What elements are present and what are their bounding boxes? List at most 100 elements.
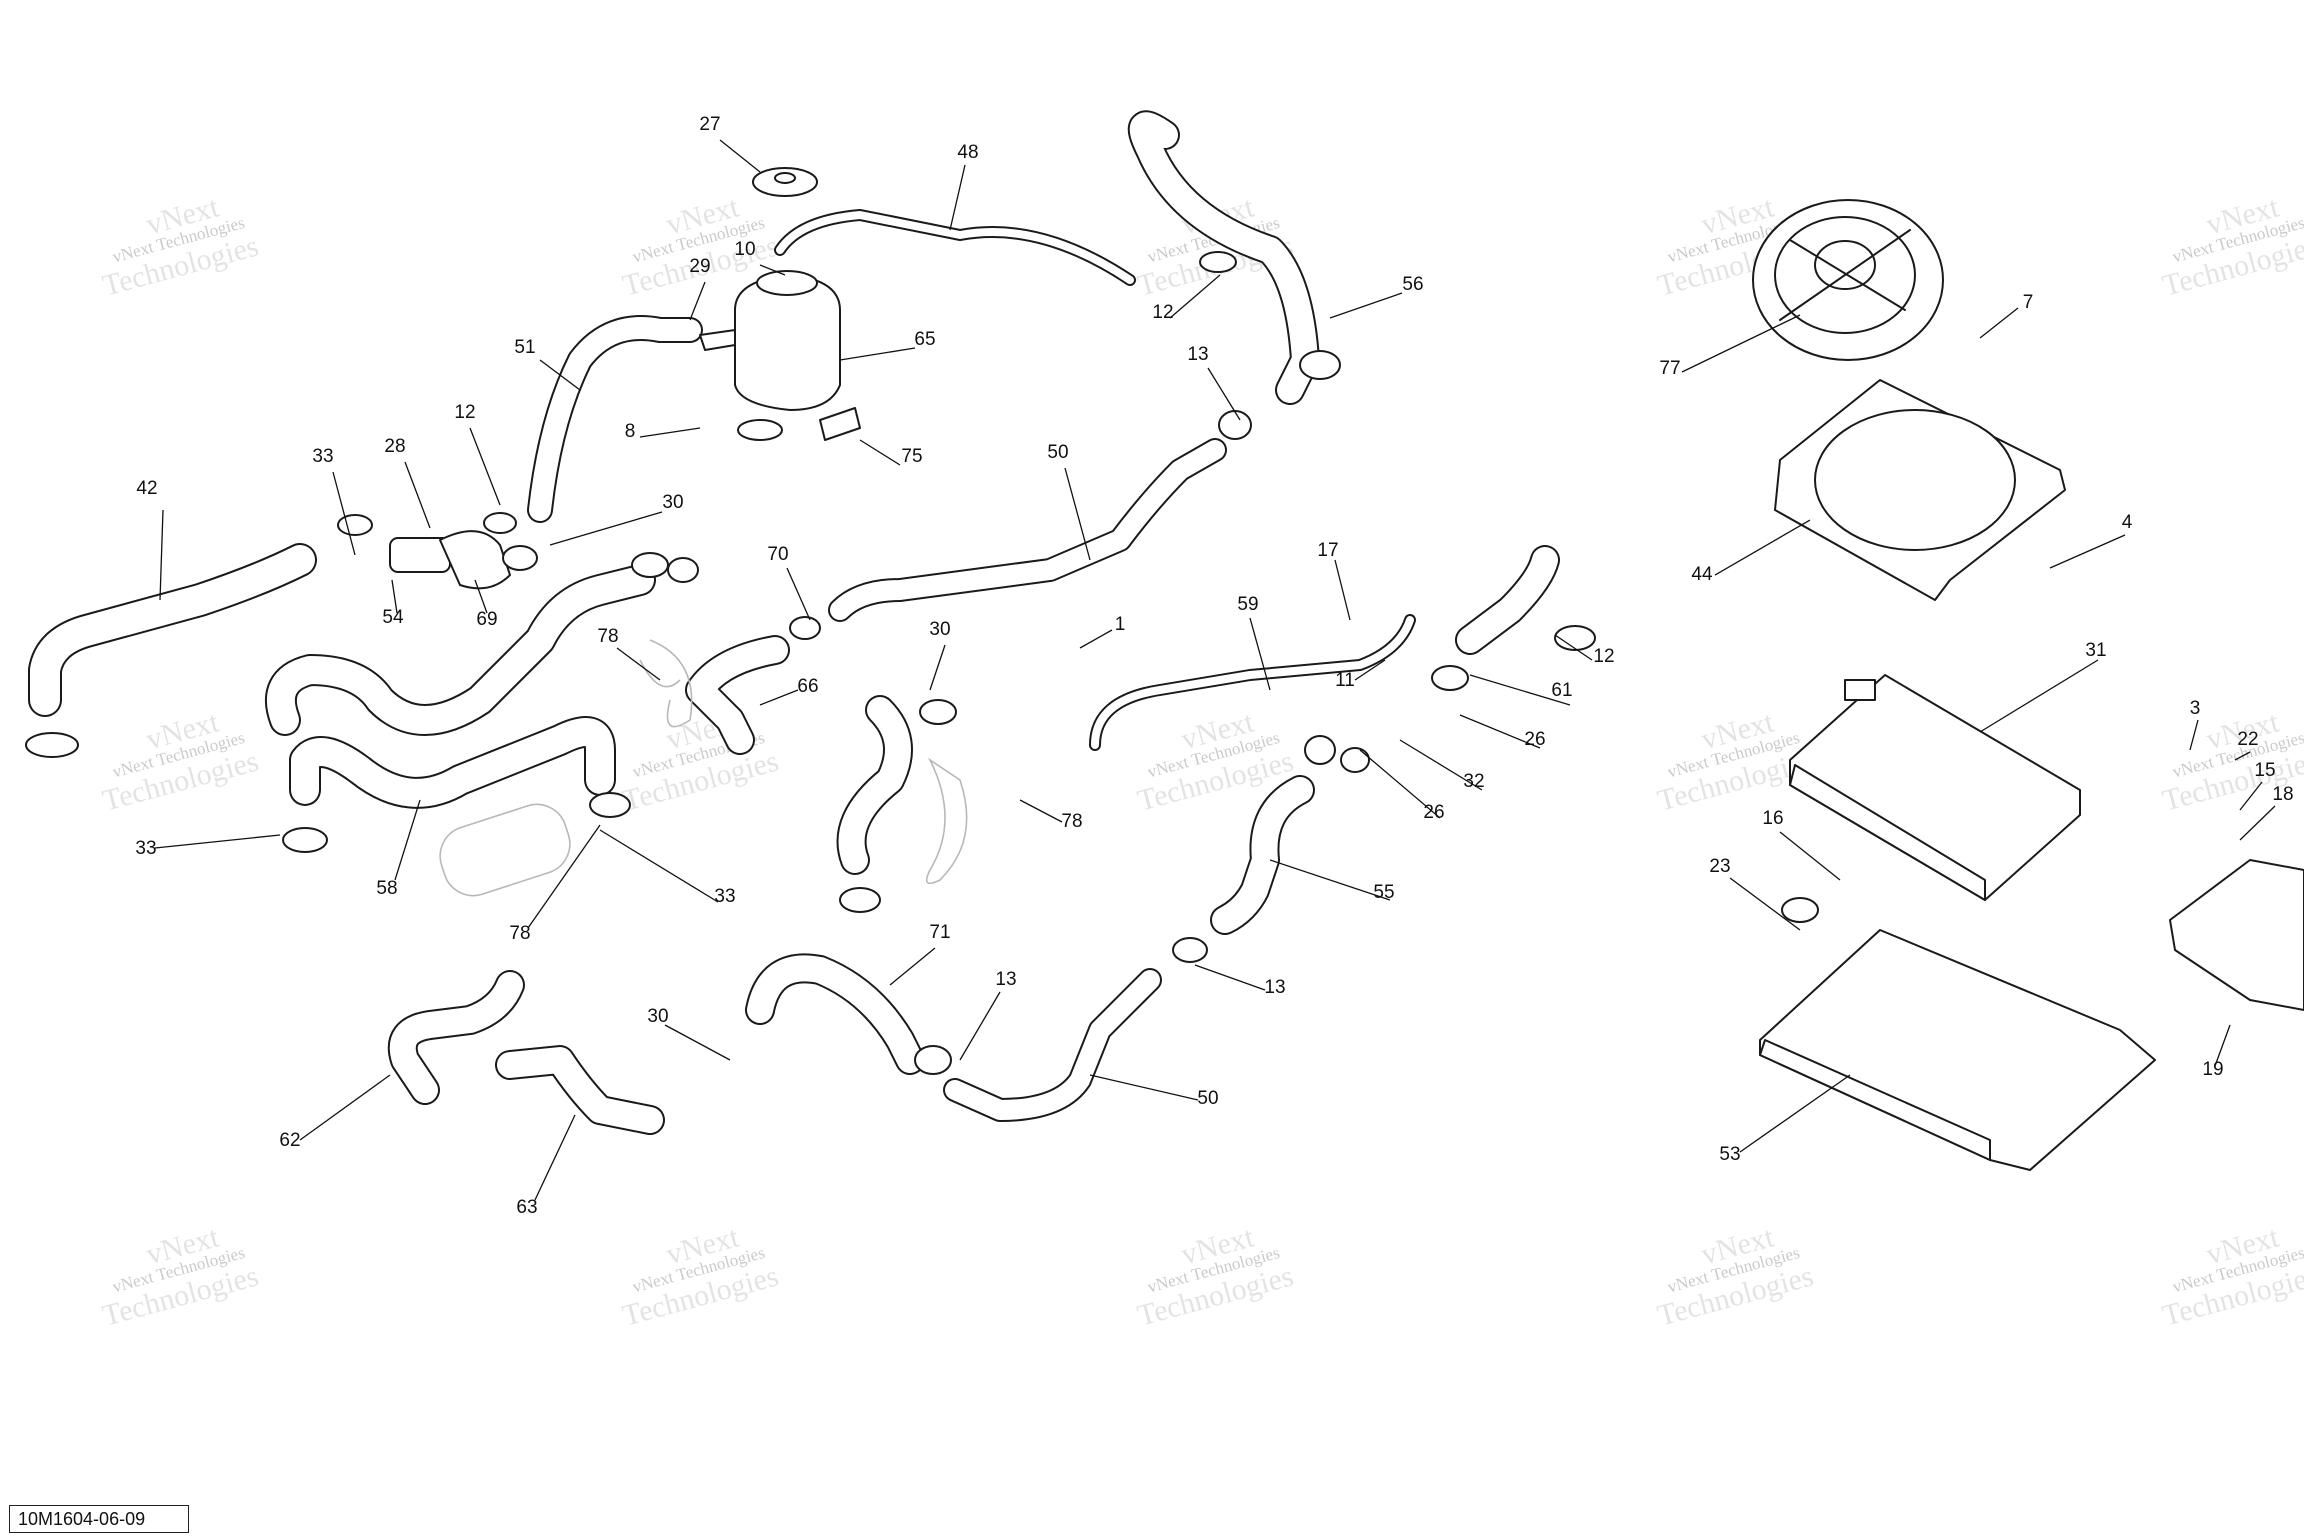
callout-number: 51 — [514, 337, 535, 358]
leader-line — [1019, 799, 1063, 823]
hose-center-s — [836, 695, 913, 875]
leader-line — [949, 164, 966, 231]
callout-number: 23 — [1709, 856, 1730, 877]
callout-number: 13 — [1264, 977, 1285, 998]
callout-number: 26 — [1524, 729, 1545, 750]
leader-line — [1064, 467, 1091, 561]
leader-line — [786, 567, 811, 621]
callout-number: 3 — [2190, 698, 2201, 719]
leader-line — [1359, 749, 1441, 819]
callout-number: 53 — [1719, 1144, 1740, 1165]
skid-plate-53 — [1759, 929, 2156, 1171]
leader-line — [2214, 1024, 2231, 1067]
callout-number: 31 — [2085, 640, 2106, 661]
callout-number: 59 — [1237, 594, 1258, 615]
hose-clamp — [1218, 410, 1252, 440]
pipe-50-lower — [943, 968, 1162, 1122]
leader-line — [689, 281, 706, 321]
leader-line — [664, 1024, 731, 1061]
hose-clamp — [1554, 625, 1596, 651]
leader-line — [1714, 519, 1811, 576]
leader-line — [394, 799, 421, 881]
leader-line — [549, 511, 663, 546]
callout-number: 50 — [1047, 442, 1068, 463]
callout-number: 61 — [1551, 680, 1572, 701]
callout-number: 33 — [135, 838, 156, 859]
hose-55 — [1210, 775, 1315, 935]
sleeve-78-ghost — [439, 639, 968, 897]
pipe-50-upper — [828, 438, 1227, 622]
figure-reference-code: 10M1604-06-09 — [9, 1505, 189, 1533]
fan-shroud-44 — [1774, 379, 2066, 601]
leader-line — [1779, 831, 1841, 881]
callout-number: 11 — [1335, 670, 1355, 691]
leader-line — [759, 689, 799, 706]
callout-number: 42 — [136, 478, 157, 499]
callout-number: 13 — [1187, 344, 1208, 365]
expansion-tank-65 — [699, 270, 841, 441]
fan-assembly-77 — [1752, 199, 1944, 361]
callout-number: 44 — [1691, 564, 1713, 585]
callout-number: 78 — [1061, 811, 1082, 832]
callout-number: 13 — [995, 969, 1016, 990]
hose-clamp — [1781, 897, 1819, 923]
callout-number: 55 — [1373, 882, 1394, 903]
callout-number: 58 — [376, 878, 397, 899]
callout-number: 33 — [714, 886, 735, 907]
hose-clamp — [631, 552, 669, 578]
leader-line — [299, 1074, 391, 1141]
hose-54 — [265, 564, 656, 736]
leader-line — [759, 264, 786, 276]
leader-line — [1469, 674, 1571, 706]
leader-line — [159, 509, 164, 601]
hose-clamp — [1299, 350, 1341, 380]
callout-number: 18 — [2272, 784, 2293, 805]
leader-line — [469, 427, 501, 506]
hose-clamps — [25, 251, 1819, 1075]
callout-number: 78 — [597, 626, 618, 647]
leader-line — [1681, 314, 1801, 373]
callout-number: 30 — [929, 619, 950, 640]
hose-clamp — [1199, 251, 1237, 273]
leader-line — [539, 359, 581, 391]
leader-line — [599, 829, 719, 903]
callout-number: 48 — [957, 142, 978, 163]
callout-number: 75 — [901, 446, 922, 467]
hose-clamp — [483, 512, 517, 534]
hose-63 — [495, 1045, 665, 1135]
callout-number: 4 — [2122, 512, 2133, 533]
leader-line — [1169, 274, 1221, 319]
leader-line — [929, 644, 946, 691]
callout-number: 77 — [1659, 358, 1680, 379]
hose-clamp — [1340, 747, 1370, 773]
callout-number: 66 — [797, 676, 818, 697]
callout-number: 19 — [2202, 1059, 2223, 1080]
leader-line — [1459, 714, 1541, 749]
leader-line — [1329, 292, 1403, 319]
hose-clamp — [1304, 735, 1336, 765]
callout-number: 33 — [312, 446, 333, 467]
leader-line — [859, 439, 901, 466]
hose-66 — [685, 635, 790, 755]
leader-line — [1399, 739, 1483, 791]
hose-clamp — [282, 827, 328, 853]
callout-number: 32 — [1463, 771, 1484, 792]
callout-number: 63 — [516, 1197, 537, 1218]
hose-clamp — [502, 545, 538, 571]
hose-clamp — [589, 792, 631, 818]
callout-number: 69 — [476, 609, 497, 630]
leader-line — [1194, 964, 1266, 991]
hose-42 — [28, 543, 317, 717]
callout-number: 16 — [1762, 808, 1783, 829]
hose-clamp — [667, 557, 699, 583]
callout-number: 12 — [1593, 646, 1614, 667]
